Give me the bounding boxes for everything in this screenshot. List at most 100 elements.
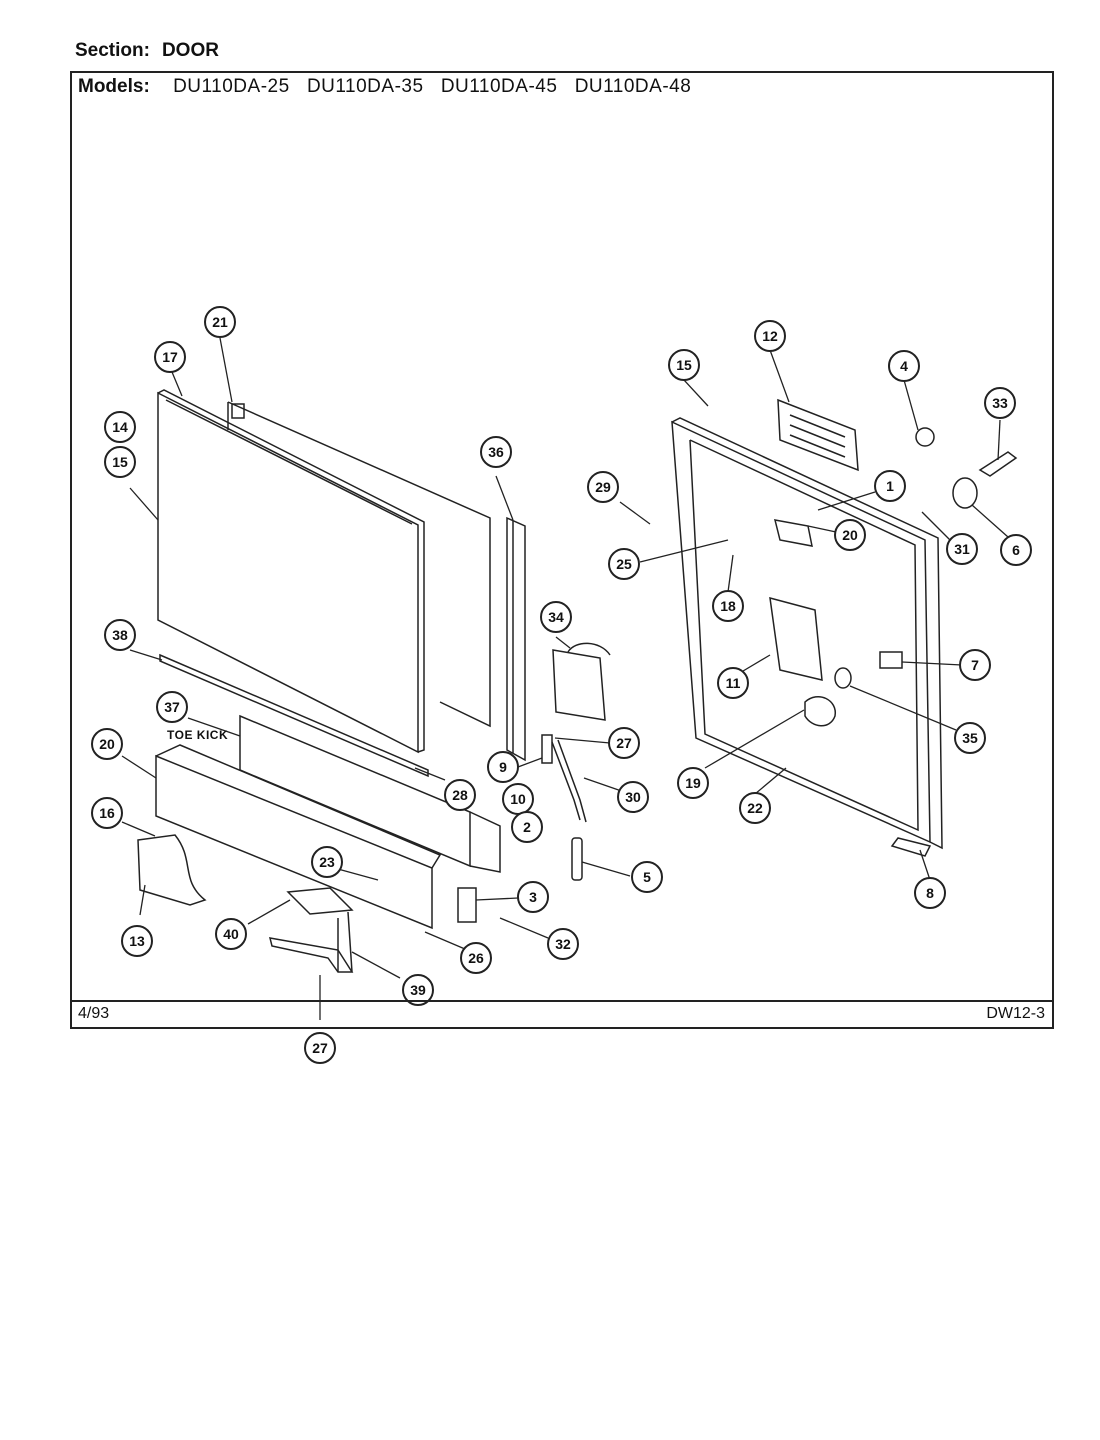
svg-text:6: 6 <box>1012 542 1020 558</box>
outer-door-panel <box>157 391 419 754</box>
callout-17: 17 <box>154 341 186 373</box>
callout-2: 2 <box>511 811 543 843</box>
svg-text:31: 31 <box>954 541 970 557</box>
callout-24: 23 <box>311 846 343 878</box>
svg-text:22: 22 <box>747 800 763 816</box>
svg-text:15: 15 <box>676 357 692 373</box>
svg-text:38: 38 <box>112 627 128 643</box>
door-latch <box>804 696 836 727</box>
corner-foot <box>890 837 932 857</box>
callout-22: 21 <box>204 306 236 338</box>
page-code: DW12-3 <box>986 1005 1045 1022</box>
callout-29: 29 <box>587 471 619 503</box>
rinse-cap <box>834 667 852 689</box>
toe-kick-label: TOE KICK <box>167 728 229 742</box>
support-bracket <box>268 937 354 973</box>
callout-15: 15 <box>104 446 136 478</box>
control-knob <box>915 427 935 447</box>
callout-5: 5 <box>631 861 663 893</box>
mounting-bracket <box>286 887 354 915</box>
svg-text:2: 2 <box>523 819 531 835</box>
footer-divider <box>70 1000 1054 1002</box>
callout-15: 15 <box>668 349 700 381</box>
door-backing-panel <box>227 401 491 728</box>
callout-26: 26 <box>460 942 492 974</box>
svg-text:12: 12 <box>762 328 778 344</box>
svg-text:14: 14 <box>112 419 128 435</box>
callout-16: 16 <box>91 797 123 829</box>
svg-text:34: 34 <box>548 609 564 625</box>
outer-door-panel-edge <box>157 389 425 753</box>
callout-13: 13 <box>121 925 153 957</box>
dial-disc <box>952 477 978 509</box>
model-number: DU110DA-48 <box>574 76 692 97</box>
svg-text:23: 23 <box>319 854 335 870</box>
svg-text:3: 3 <box>529 889 537 905</box>
svg-text:36: 36 <box>488 444 504 460</box>
callout-35: 35 <box>954 722 986 754</box>
section-value: DOOR <box>161 40 219 61</box>
svg-text:1: 1 <box>886 478 894 494</box>
svg-text:17: 17 <box>162 349 178 365</box>
callout-3: 3 <box>517 881 549 913</box>
lower-access-panel <box>155 754 433 930</box>
svg-text:39: 39 <box>410 982 426 998</box>
callout-25: 25 <box>608 548 640 580</box>
svg-text:29: 29 <box>595 479 611 495</box>
svg-text:19: 19 <box>685 775 701 791</box>
side-trim-channel <box>506 516 526 762</box>
rinse-indicator <box>879 651 903 669</box>
model-number: DU110DA-35 <box>306 76 424 97</box>
callout-12: 12 <box>754 320 786 352</box>
callout-18: 18 <box>712 590 744 622</box>
svg-text:13: 13 <box>129 933 145 949</box>
door-spring <box>571 837 583 881</box>
callout-23: 22 <box>739 792 771 824</box>
callout-27: 27 <box>608 727 640 759</box>
callout-36: 37 <box>156 691 188 723</box>
svg-text:25: 25 <box>616 556 632 572</box>
callout-8: 8 <box>914 877 946 909</box>
svg-text:16: 16 <box>99 805 115 821</box>
models-label: Models: <box>78 76 150 97</box>
svg-text:32: 32 <box>555 936 571 952</box>
models-line: Models: DU110DA-25 DU110DA-35 DU110DA-45… <box>78 76 703 98</box>
svg-text:30: 30 <box>625 789 641 805</box>
svg-text:20: 20 <box>99 736 115 752</box>
revision-date: 4/93 <box>78 1005 110 1022</box>
svg-text:21: 21 <box>212 314 228 330</box>
callout-34: 34 <box>540 601 572 633</box>
svg-text:15: 15 <box>112 454 128 470</box>
vent-grille <box>777 398 859 472</box>
actuator-lever <box>773 519 813 547</box>
hinge-bracket <box>541 734 553 764</box>
hinge-block <box>457 887 477 923</box>
callout-9: 9 <box>487 751 519 783</box>
diagram-frame <box>70 71 1054 1029</box>
model-number: DU110DA-45 <box>440 76 558 97</box>
svg-text:26: 26 <box>468 950 484 966</box>
callout-30: 30 <box>617 781 649 813</box>
svg-text:4: 4 <box>900 358 908 374</box>
callout-38: 36 <box>480 436 512 468</box>
callout-31: 31 <box>946 533 978 565</box>
svg-text:9: 9 <box>499 759 507 775</box>
svg-text:8: 8 <box>926 885 934 901</box>
svg-text:20: 20 <box>842 527 858 543</box>
callout-39: 39 <box>402 974 434 1006</box>
callout-10: 10 <box>502 783 534 815</box>
callout-4: 4 <box>888 350 920 382</box>
section-label: Section: <box>75 40 150 61</box>
callout-40: 40 <box>215 918 247 950</box>
detergent-dispenser <box>769 596 823 681</box>
svg-text:35: 35 <box>962 730 978 746</box>
svg-text:7: 7 <box>971 657 979 673</box>
outer-door-panel-inner <box>165 399 413 525</box>
callout-14: 14 <box>104 411 136 443</box>
callout-28: 28 <box>444 779 476 811</box>
vent-cover <box>552 649 606 721</box>
callout-20: 20 <box>834 519 866 551</box>
svg-text:27: 27 <box>312 1040 328 1056</box>
svg-text:28: 28 <box>452 787 468 803</box>
svg-text:10: 10 <box>510 791 526 807</box>
